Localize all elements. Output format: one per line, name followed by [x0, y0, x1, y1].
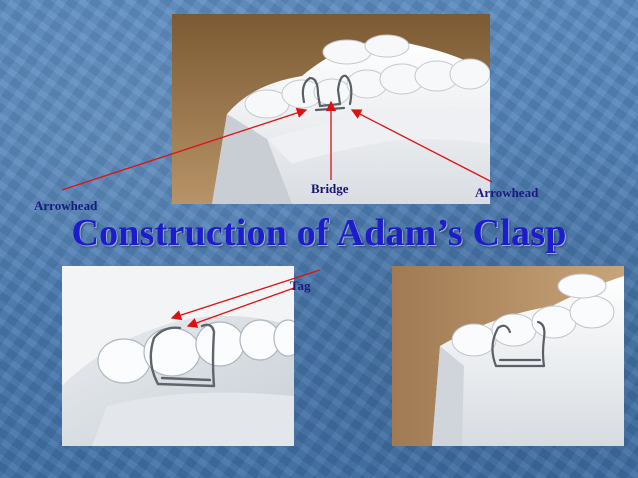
photo-cast-clasp-top [172, 14, 490, 204]
slide-title: Construction of Adam’s Clasp [71, 212, 567, 254]
label-arrowhead-left: Arrowhead [34, 198, 98, 213]
label-tag: Tag [290, 278, 311, 293]
label-bridge: Bridge [311, 181, 349, 196]
photo-cast-clasp-tag [62, 266, 294, 446]
label-arrowhead-right: Arrowhead [475, 185, 539, 200]
photo-cast-clasp-finished [392, 266, 624, 446]
